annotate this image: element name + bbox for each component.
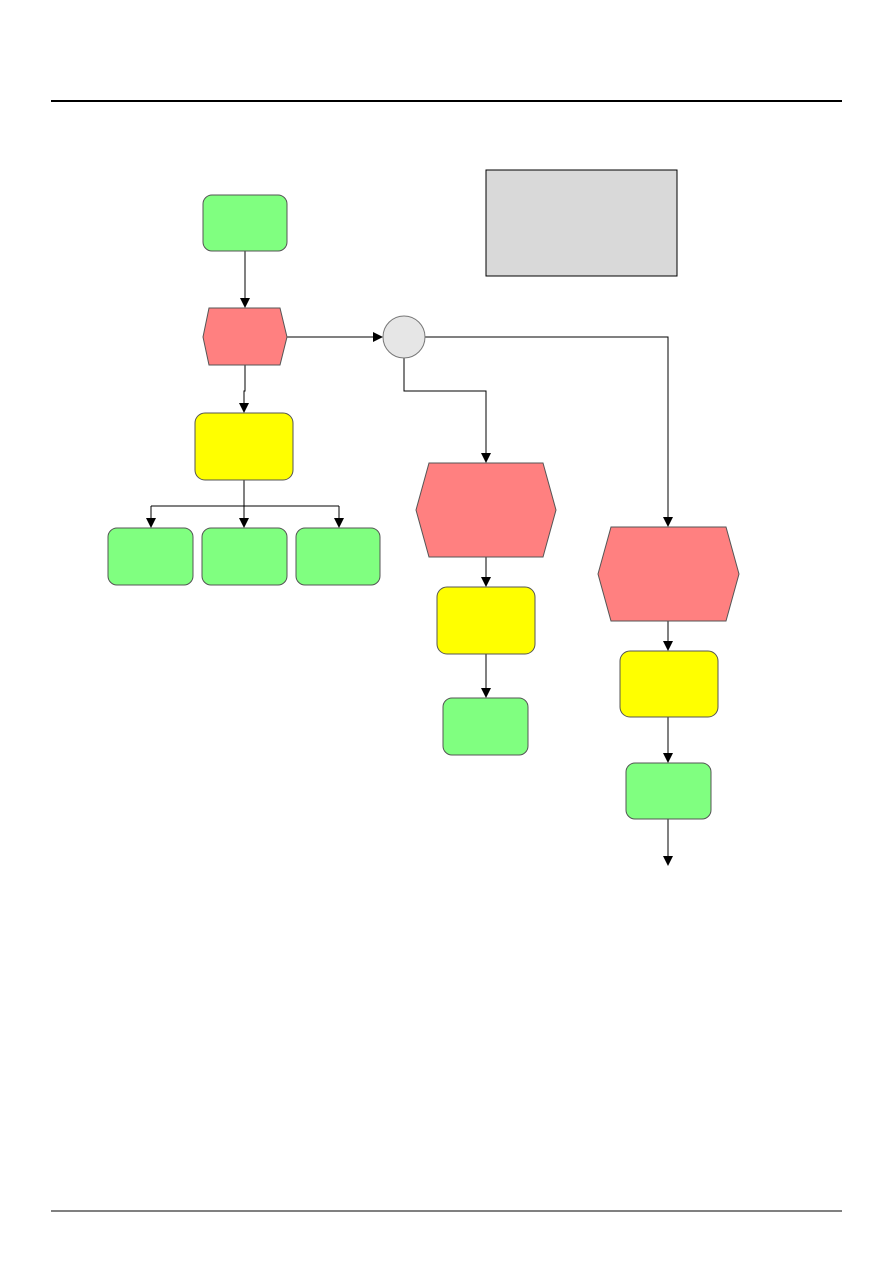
connector-gate-to-function3 — [425, 336, 673, 527]
connector-gate-to-function2 — [403, 358, 491, 463]
event-b[interactable] — [201, 527, 288, 586]
connector-function1-to-org1 — [239, 365, 249, 413]
function-1[interactable] — [202, 307, 288, 366]
event-c[interactable] — [295, 527, 381, 586]
org-unit-1[interactable] — [194, 412, 294, 481]
function-3[interactable] — [597, 526, 740, 622]
gateway-connector[interactable] — [382, 315, 426, 359]
event-a[interactable] — [107, 527, 194, 586]
note-box[interactable] — [485, 169, 678, 277]
org-unit-2[interactable] — [436, 586, 536, 655]
start-event[interactable] — [202, 194, 288, 252]
event-d[interactable] — [442, 697, 529, 756]
connector-org1-split — [151, 480, 339, 507]
function-2[interactable] — [415, 462, 557, 558]
org-unit-3[interactable] — [619, 650, 719, 718]
event-e[interactable] — [625, 762, 712, 820]
